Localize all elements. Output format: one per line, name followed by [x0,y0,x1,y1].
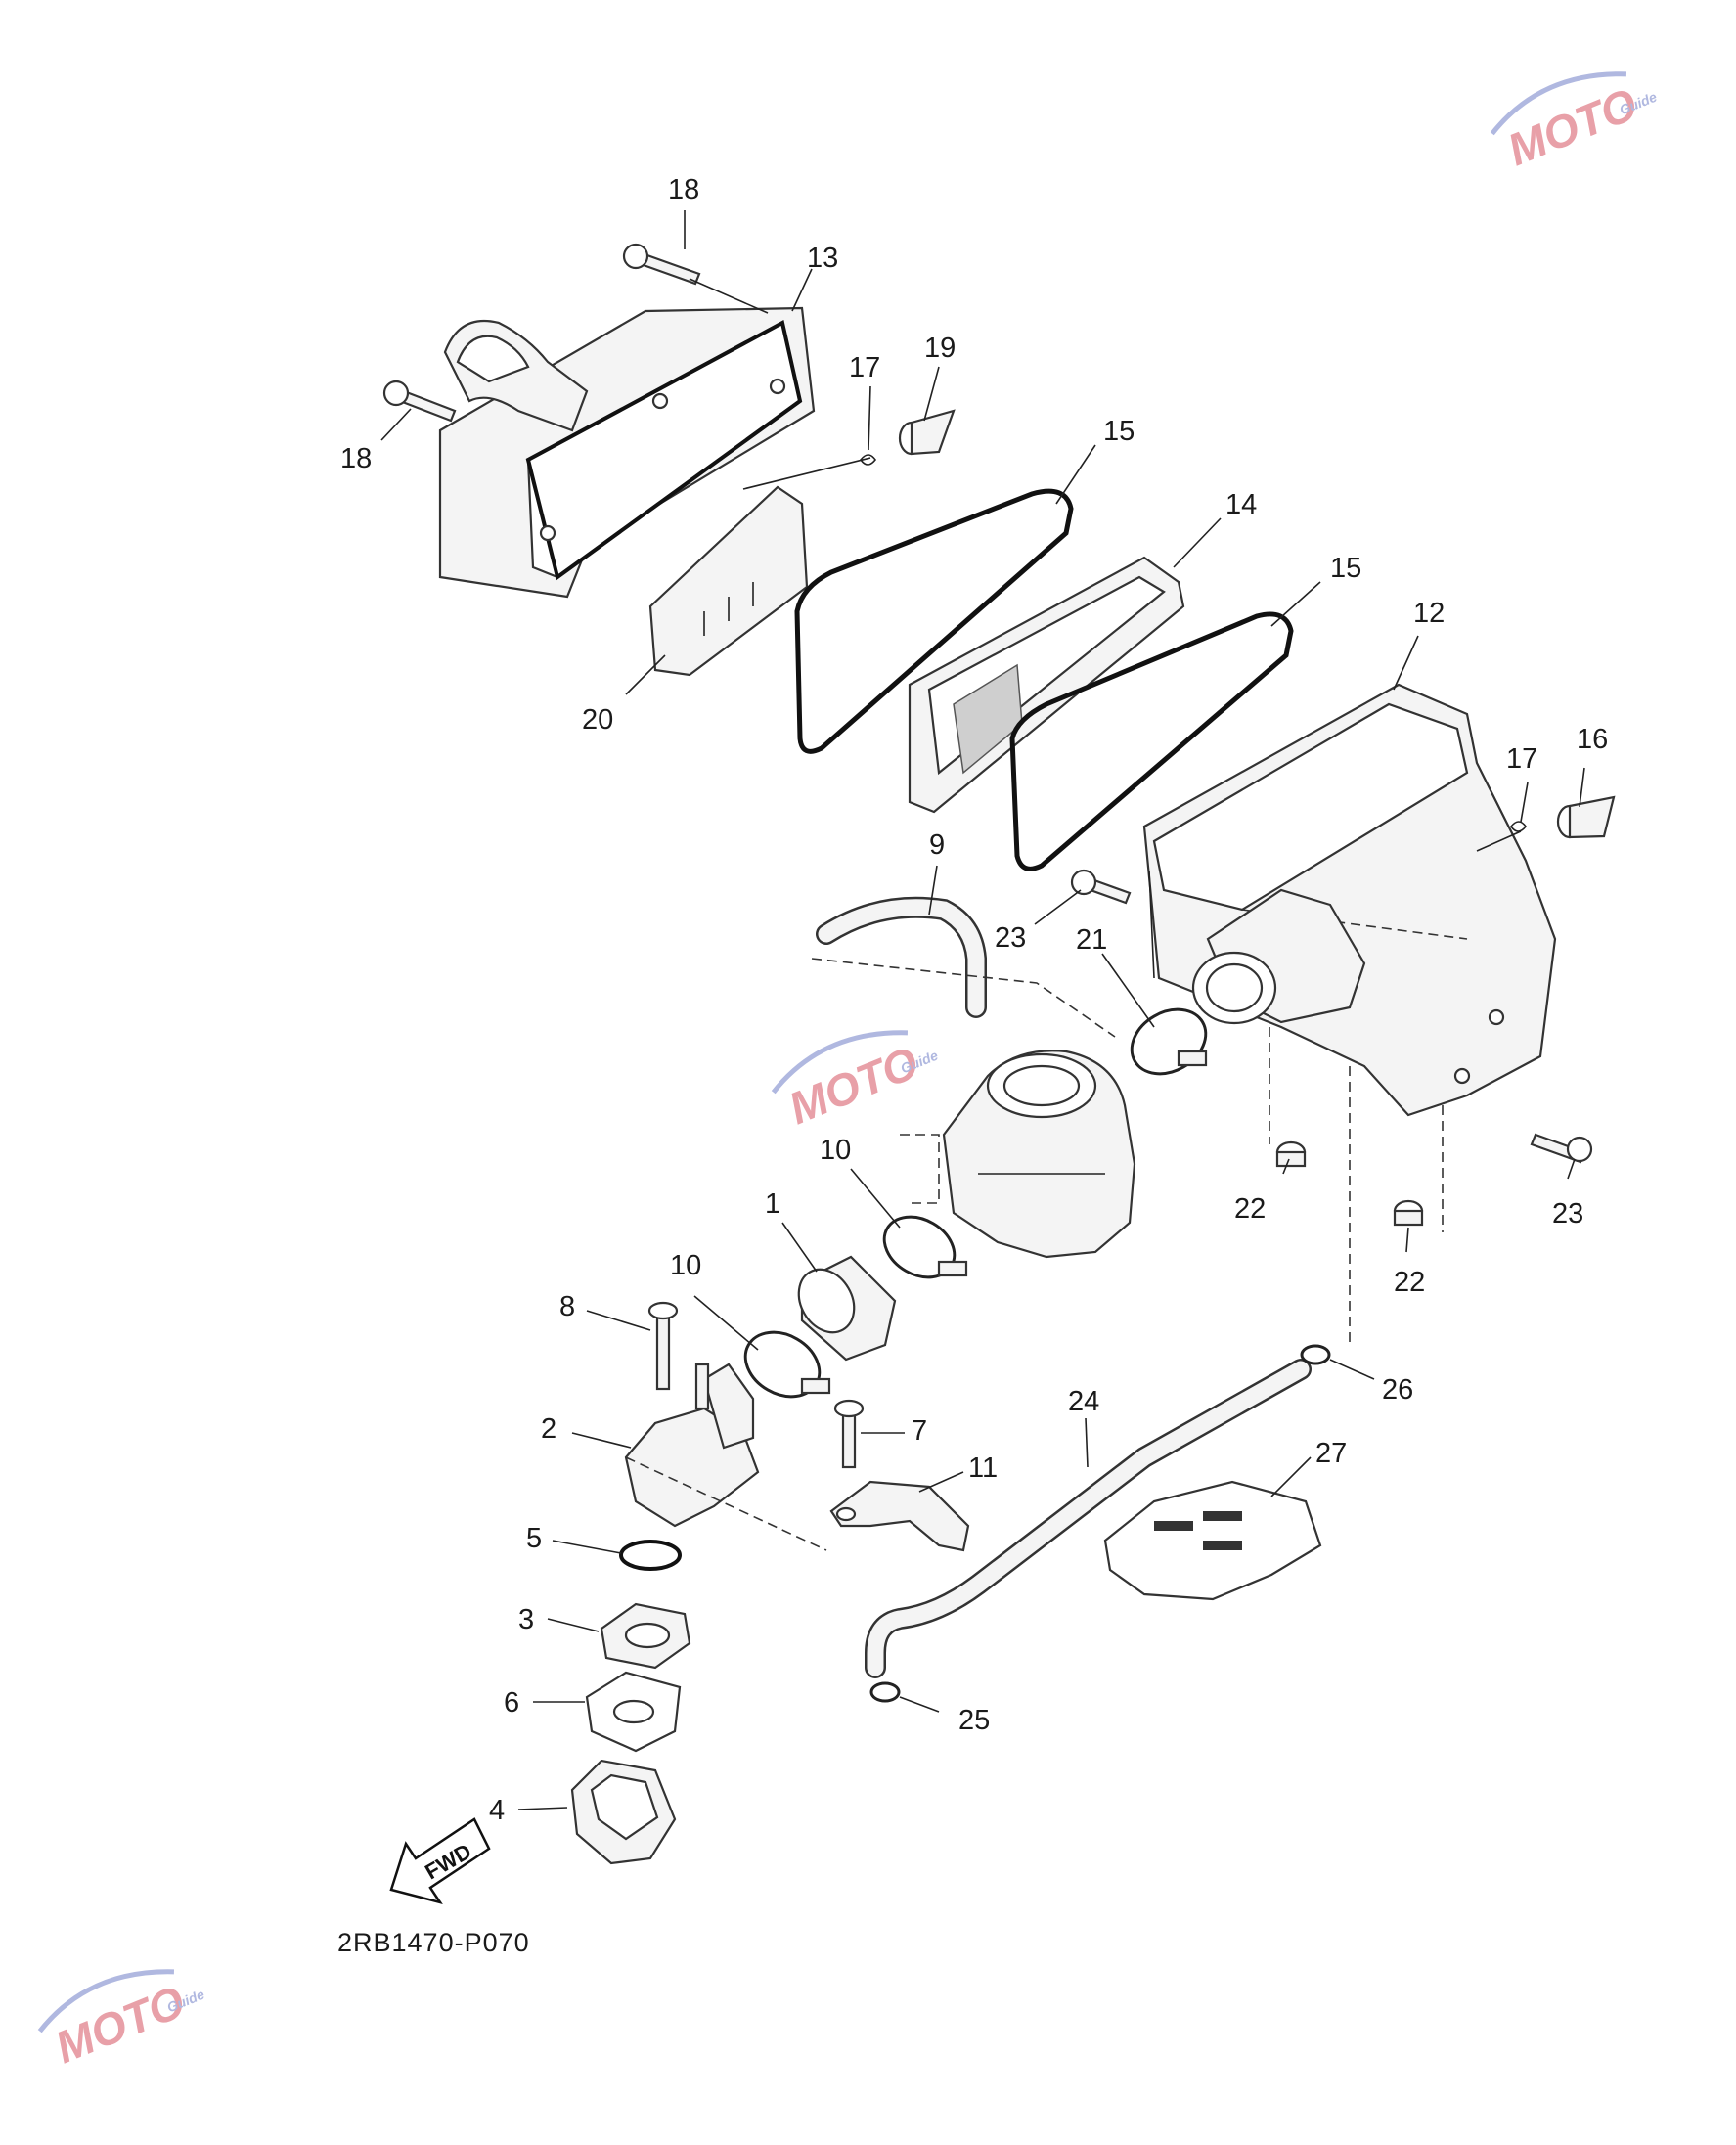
watermark-text: MOTO [48,1976,192,2074]
callout-8: 8 [559,1291,575,1322]
callout-14: 14 [1225,489,1257,520]
callout-23: 23 [995,922,1026,954]
callout-22: 22 [1234,1193,1266,1225]
callout-22: 22 [1394,1267,1425,1298]
part-filter-element-14 [908,556,1185,814]
part-carburetor-joint-1 [797,1255,897,1362]
part-reed-valve-4 [570,1759,677,1865]
callout-9: 9 [929,829,945,861]
part-bolt-8 [647,1301,679,1391]
part-clip-17-right [1510,821,1527,832]
callout-18: 18 [668,174,699,205]
callout-15: 15 [1330,553,1361,584]
watermark-text: MOTO [1500,78,1644,176]
part-hose-9 [816,896,987,1018]
callout-24: 24 [1068,1386,1099,1417]
part-grommet-22-b [1393,1199,1424,1227]
callout-25: 25 [958,1705,990,1736]
part-o-ring-5 [619,1540,682,1571]
part-air-case-cover [438,306,816,599]
watermark-center: MOTO Guide [771,1030,940,1135]
watermark-text: MOTO [781,1037,925,1135]
part-gasket-15-lower [1009,611,1294,871]
callout-10: 10 [670,1250,701,1281]
callout-6: 6 [504,1687,519,1719]
part-clamp-21 [1130,1007,1208,1076]
part-bracket-11 [829,1480,970,1552]
callout-12: 12 [1413,598,1445,629]
leader-lines [380,210,1585,1810]
part-breather-hose-24 [865,1359,1312,1678]
callout-26: 26 [1382,1374,1413,1406]
callout-18: 18 [340,443,372,474]
callout-20: 20 [582,704,613,736]
part-plate-27 [1103,1480,1322,1601]
part-bolt-23-right [1530,1133,1593,1164]
callout-27: 27 [1315,1438,1347,1469]
callout-17: 17 [849,352,880,383]
callout-13: 13 [807,243,838,274]
part-fitting-19 [898,409,956,456]
part-bolt-7 [833,1399,865,1469]
callout-23: 23 [1552,1198,1583,1229]
callout-16: 16 [1577,724,1608,755]
callout-5: 5 [526,1523,542,1554]
callout-3: 3 [518,1604,534,1635]
callout-10: 10 [820,1135,851,1166]
part-bolt-23-left [1070,869,1132,905]
part-intake-manifold-2 [624,1363,760,1528]
callout-4: 4 [489,1795,505,1826]
part-fitting-16 [1556,795,1616,839]
callout-21: 21 [1076,924,1107,956]
part-clamp-10-upper [882,1215,968,1279]
part-gasket-6 [585,1671,682,1753]
watermark-top-right: MOTO Guide [1490,71,1659,176]
callout-2: 2 [541,1413,556,1445]
callout-15: 15 [1103,416,1135,447]
part-bolt-18-top [622,243,701,286]
callout-11: 11 [968,1452,998,1484]
callout-1: 1 [765,1188,780,1220]
part-clamp-10-lower [743,1330,831,1399]
diagram-reference-code: 2RB1470-P070 [337,1928,530,1957]
callout-17: 17 [1506,743,1537,775]
callouts: 18 13 17 19 18 15 14 15 12 20 17 16 9 23… [340,174,1608,1826]
fwd-arrow: FWD [389,1817,491,1905]
part-clip-26 [1300,1344,1331,1365]
part-bolt-18-left [382,380,457,423]
part-insulator-3 [600,1602,691,1670]
part-intake-boot [1191,888,1366,1025]
callout-7: 7 [912,1415,927,1447]
part-clip-25 [869,1681,901,1703]
part-foam-element-20 [648,485,809,677]
callout-19: 19 [924,333,956,364]
part-carburetor [900,1050,1136,1259]
part-gasket-15-upper [794,488,1074,754]
watermark-bottom-left: MOTO Guide [37,1969,206,2074]
part-clip-17-upper [860,454,876,466]
part-grommet-22-a [1275,1140,1307,1168]
